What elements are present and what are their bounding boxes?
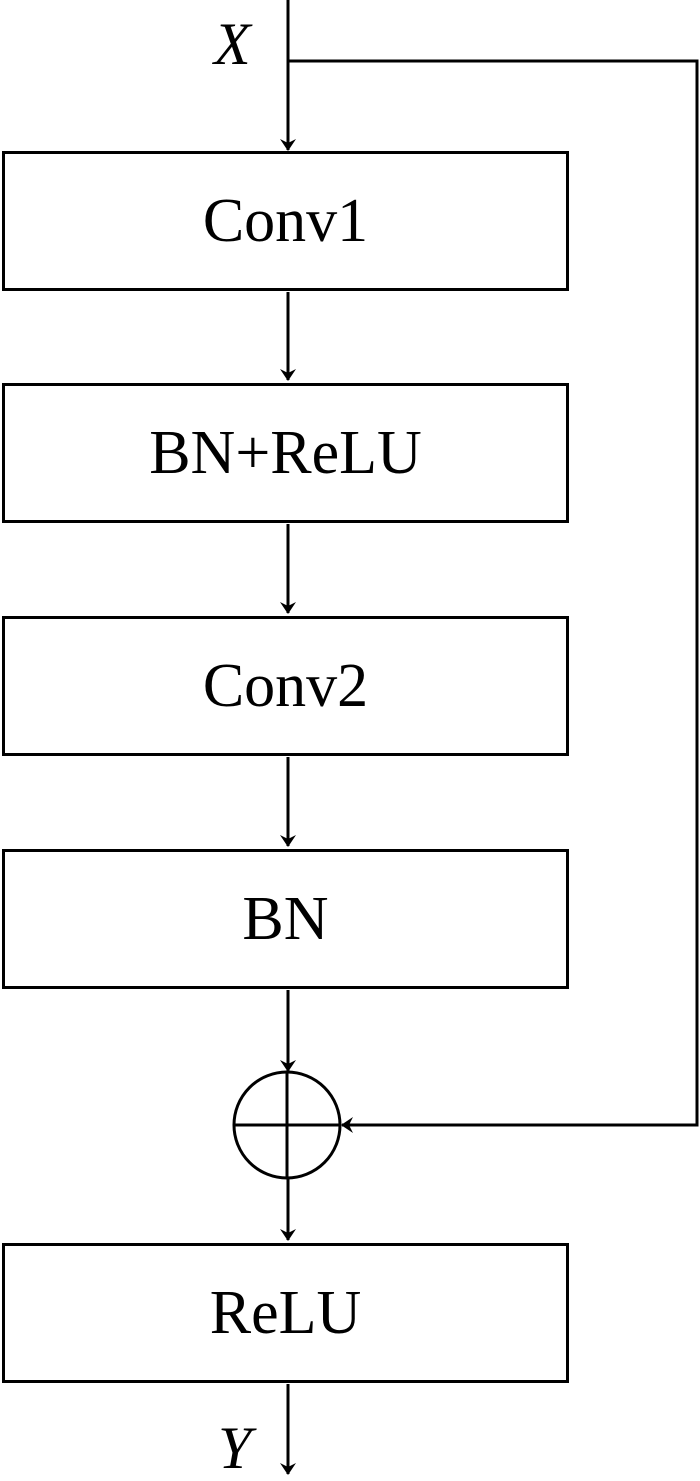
- conv1-block: Conv1: [2, 151, 569, 291]
- conv2-block: Conv2: [2, 616, 569, 756]
- input-label: X: [214, 11, 251, 77]
- bn-block: BN: [2, 849, 569, 989]
- bn-relu-block: BN+ReLU: [2, 383, 569, 523]
- relu-block: ReLU: [2, 1243, 569, 1383]
- output-label: Y: [218, 1415, 252, 1481]
- sum-circle-icon: [232, 1070, 342, 1180]
- skip-connection: [288, 59, 699, 1133]
